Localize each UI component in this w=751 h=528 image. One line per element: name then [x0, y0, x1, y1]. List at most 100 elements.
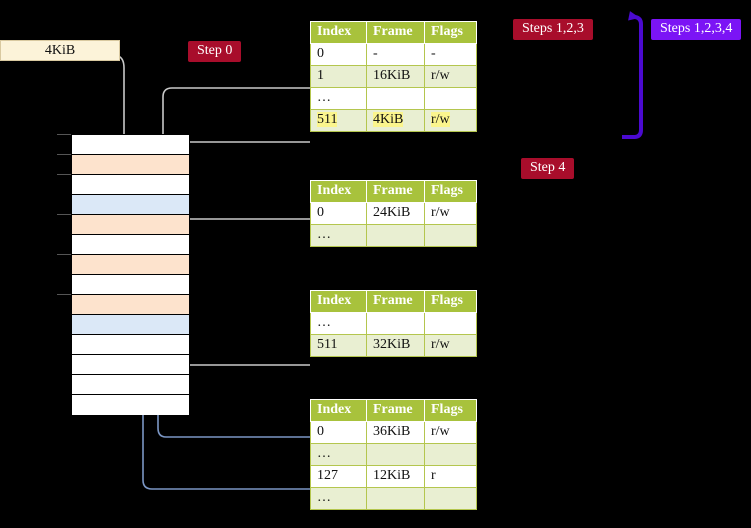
memory-frame-row	[72, 215, 189, 235]
column-header-flags: Flags	[424, 290, 477, 313]
column-header-flags: Flags	[424, 21, 477, 44]
memory-frame-row	[72, 255, 189, 275]
table-header-row: Index Frame Flags	[310, 399, 477, 422]
memory-frame-row	[72, 355, 189, 375]
table-row: …	[310, 487, 477, 510]
cell-flags: r/w	[424, 109, 477, 132]
cell-index: …	[310, 443, 367, 466]
column-header-index: Index	[310, 180, 367, 203]
column-header-flags: Flags	[424, 180, 477, 203]
cell-frame: -	[366, 43, 425, 66]
cell-frame: 36KiB	[366, 421, 425, 444]
badge-steps-1234: Steps 1,2,3,4	[651, 19, 742, 40]
column-header-frame: Frame	[366, 180, 425, 203]
column-header-frame: Frame	[366, 21, 425, 44]
size-label-text: 4KiB	[44, 42, 76, 58]
column-header-frame: Frame	[366, 399, 425, 422]
wire-table0-row1	[162, 87, 310, 140]
cell-flags	[424, 312, 477, 335]
table-row: …	[310, 312, 477, 335]
cell-flags: -	[424, 43, 477, 66]
cell-frame	[366, 224, 425, 247]
cell-flags: r	[424, 465, 477, 488]
cell-index: …	[310, 87, 367, 110]
cell-flags: r/w	[424, 202, 477, 225]
cell-frame	[366, 312, 425, 335]
memory-frame-row	[72, 295, 189, 315]
physical-memory-column	[71, 134, 190, 415]
cell-frame: 32KiB	[366, 334, 425, 357]
cell-index: …	[310, 487, 367, 510]
badge-step-4: Step 4	[521, 158, 575, 179]
table-header-row: Index Frame Flags	[310, 290, 477, 313]
memory-tick	[57, 154, 71, 155]
column-header-index: Index	[310, 21, 367, 44]
cell-index: 0	[310, 202, 367, 225]
cell-index: 0	[310, 421, 367, 444]
cell-flags	[424, 443, 477, 466]
badge-steps-123: Steps 1,2,3	[513, 19, 593, 40]
table-header-row: Index Frame Flags	[310, 180, 477, 203]
memory-frame-row	[72, 395, 189, 415]
column-header-index: Index	[310, 290, 367, 313]
badge-step-0: Step 0	[188, 41, 242, 62]
table-row: …	[310, 443, 477, 466]
cell-index: …	[310, 224, 367, 247]
cell-flags: r/w	[424, 65, 477, 88]
column-header-flags: Flags	[424, 399, 477, 422]
memory-frame-row	[72, 175, 189, 195]
cell-flags	[424, 224, 477, 247]
column-header-index: Index	[310, 399, 367, 422]
memory-frame-row	[72, 275, 189, 295]
table-row: 0--	[310, 43, 477, 66]
cell-frame	[366, 443, 425, 466]
memory-frame-row	[72, 315, 189, 335]
cell-flags: r/w	[424, 334, 477, 357]
wire-table0-row511	[169, 141, 310, 156]
cell-flags	[424, 487, 477, 510]
cell-index: 1	[310, 65, 367, 88]
memory-tick	[57, 294, 71, 295]
table-row: …	[310, 87, 477, 110]
cell-frame	[366, 487, 425, 510]
cell-index: …	[310, 312, 367, 335]
cell-frame: 16KiB	[366, 65, 425, 88]
cell-index: 127	[310, 465, 367, 488]
wire-table2-row511	[170, 327, 310, 366]
wire-steps-loop	[622, 11, 643, 139]
cell-index: 511	[310, 109, 367, 132]
memory-tick	[57, 214, 71, 215]
cell-flags: r/w	[424, 421, 477, 444]
column-header-frame: Frame	[366, 290, 425, 313]
memory-frame-row	[72, 375, 189, 395]
cell-index: 0	[310, 43, 367, 66]
size-label-box: 4KiB	[0, 40, 120, 61]
table-header-row: Index Frame Flags	[310, 21, 477, 44]
cell-flags	[424, 87, 477, 110]
cell-frame: 24KiB	[366, 202, 425, 225]
memory-frame-row	[72, 155, 189, 175]
cell-frame: 4KiB	[366, 109, 425, 132]
memory-frame-row	[72, 335, 189, 355]
memory-tick	[57, 254, 71, 255]
memory-frame-row	[72, 235, 189, 255]
memory-tick	[57, 134, 71, 135]
cell-frame: 12KiB	[366, 465, 425, 488]
table-row: …	[310, 224, 477, 247]
memory-tick	[57, 174, 71, 175]
cell-index: 511	[310, 334, 367, 357]
